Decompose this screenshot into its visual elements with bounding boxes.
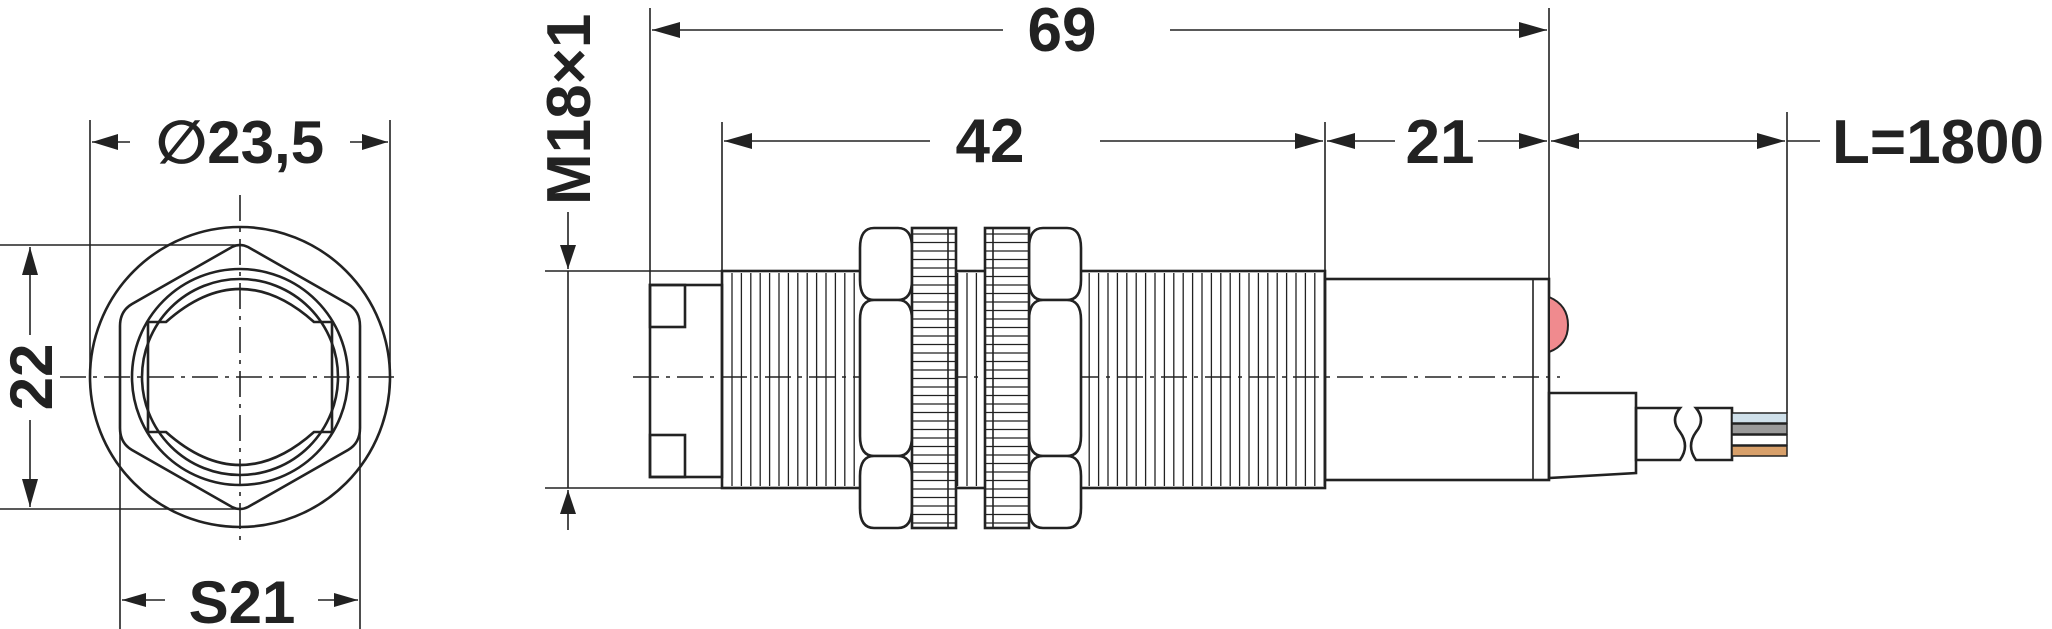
- thread-size-dimension: M18×1: [535, 14, 604, 530]
- nut-height-label: 22: [0, 344, 65, 411]
- side-view: [545, 8, 1788, 530]
- total-length-label: 69: [1028, 0, 1097, 65]
- cable-jacket-left: [1634, 406, 1687, 462]
- wire-2: [1731, 423, 1788, 435]
- arrow-left: [652, 22, 680, 38]
- lock-nut: [858, 226, 958, 530]
- wrench-size-label: S21: [189, 569, 296, 629]
- arrow-right: [1519, 22, 1547, 38]
- arrow-down: [560, 245, 576, 269]
- nut-flat: [858, 226, 914, 302]
- thread-length-dimension: 42: [724, 107, 1323, 176]
- nut-flat: [858, 298, 914, 458]
- body-length-label: 21: [1406, 108, 1475, 177]
- cable-strain-relief: [1547, 391, 1638, 480]
- total-length-dimension: 69: [652, 0, 1547, 65]
- arrow-left: [122, 593, 146, 607]
- sensing-head: [648, 283, 724, 479]
- arrow-left: [92, 134, 118, 150]
- sensing-face-outline: [146, 287, 334, 467]
- body-length-dimension: 21: [1327, 108, 1547, 177]
- arrow-right: [1757, 133, 1785, 149]
- cable: [1547, 391, 1788, 480]
- diameter-label: ∅23,5: [156, 109, 324, 176]
- arrow-right: [1295, 133, 1323, 149]
- front-view: [0, 120, 395, 629]
- arrow-right: [362, 134, 388, 150]
- cable-length-dimension: L=1800: [1551, 108, 2044, 177]
- arrow-up: [22, 247, 38, 275]
- arrow-left: [1551, 133, 1579, 149]
- diameter-dimension: ∅23,5: [92, 109, 388, 176]
- thread-length-label: 42: [956, 107, 1025, 176]
- cable-jacket-right: [1689, 406, 1734, 462]
- lock-nut: [983, 226, 1083, 530]
- inner-ring-outer: [130, 267, 350, 487]
- wrench-size-dimension: S21: [122, 569, 358, 629]
- wire-4: [1731, 445, 1788, 457]
- led-indicator: [1548, 295, 1570, 354]
- lock-nuts: [858, 226, 1083, 530]
- nut-flat: [1027, 226, 1083, 302]
- thread-size-label: M18×1: [535, 14, 604, 205]
- rear-housing: [1323, 277, 1570, 482]
- wire-3: [1731, 434, 1788, 446]
- nut-flat: [858, 454, 914, 530]
- cable-length-label: L=1800: [1832, 108, 2044, 177]
- nut-flat: [1027, 298, 1083, 458]
- nut-height-dimension: 22: [0, 247, 65, 507]
- arrow-down: [22, 479, 38, 507]
- arrow-left: [724, 133, 752, 149]
- arrow-up: [560, 490, 576, 514]
- inner-ring-inner: [140, 277, 340, 477]
- nut-flat: [1027, 454, 1083, 530]
- arrow-left: [1327, 133, 1355, 149]
- wire-1: [1731, 412, 1788, 424]
- arrow-right: [1519, 133, 1547, 149]
- hex-nut-outline: [118, 243, 362, 511]
- arrow-right: [334, 593, 358, 607]
